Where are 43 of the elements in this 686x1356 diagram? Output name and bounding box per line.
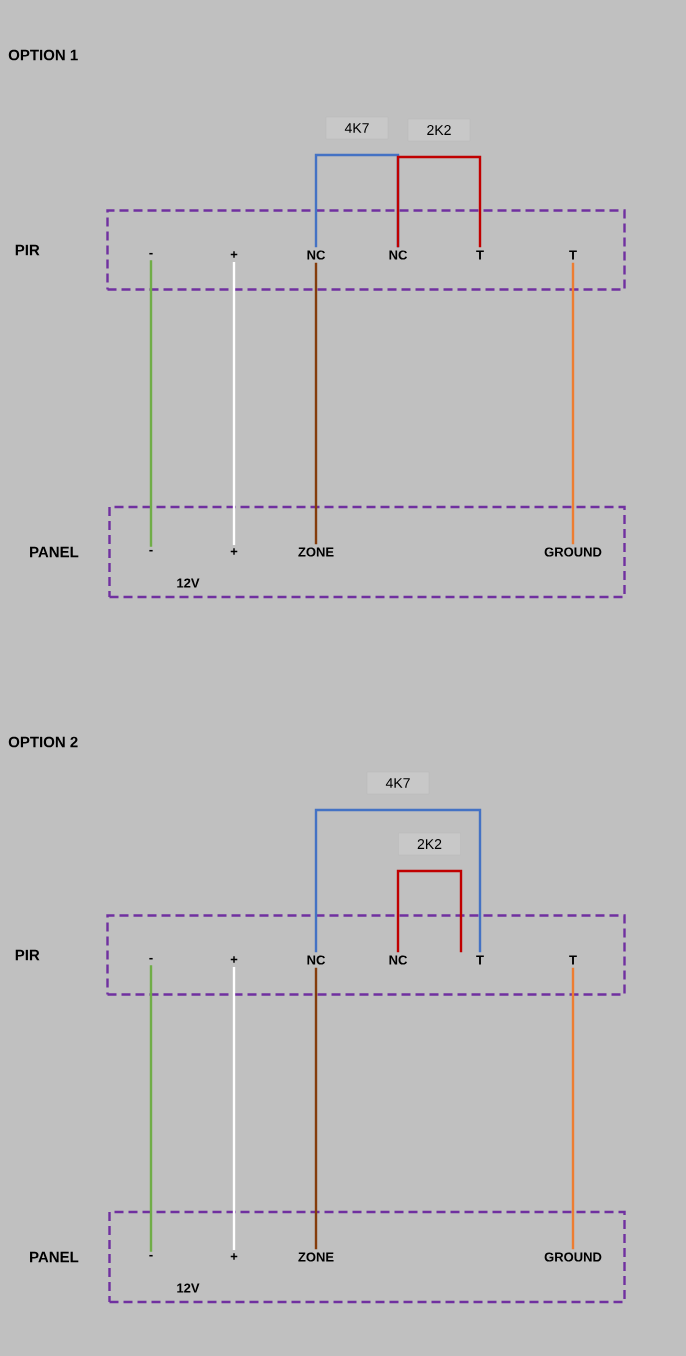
terminal-label: NC	[307, 250, 326, 260]
node-label: PANEL	[30, 546, 79, 558]
resistor-label: 2K2	[398, 832, 461, 856]
wire	[571, 967, 575, 1250]
terminal-label: +	[230, 548, 238, 555]
terminal-label: -	[149, 549, 153, 552]
terminal-label: -	[149, 957, 153, 960]
voltage-label: 12V	[177, 1283, 200, 1293]
terminal-label: NC	[307, 955, 326, 965]
terminal-label: NC	[389, 955, 408, 965]
wire	[149, 965, 153, 1252]
terminal-label: T	[569, 250, 577, 260]
terminal-label: +	[230, 251, 238, 258]
section-heading: OPTION 2	[8, 736, 78, 748]
terminal-label: GROUND	[544, 1252, 602, 1262]
wire	[232, 262, 236, 545]
resistor-label: 2K2	[407, 118, 471, 142]
voltage-label: 12V	[177, 578, 200, 588]
resistor-label: 4K7	[366, 771, 430, 795]
terminal-label: GROUND	[544, 547, 602, 557]
terminal-label: ZONE	[298, 547, 334, 557]
terminal-label: +	[230, 956, 238, 963]
jumper-wire	[314, 808, 482, 953]
wire	[149, 260, 153, 547]
jumper-wire	[396, 155, 482, 248]
terminal-label: -	[149, 252, 153, 255]
resistor-label: 4K7	[325, 116, 389, 140]
terminal-label: T	[569, 955, 577, 965]
wire	[314, 967, 318, 1250]
wire	[314, 262, 318, 545]
wire	[571, 262, 575, 545]
wire	[232, 967, 236, 1250]
jumper-wire	[396, 869, 463, 953]
terminal-label: -	[149, 1254, 153, 1257]
terminal-label: T	[476, 955, 484, 965]
terminal-label: T	[476, 250, 484, 260]
section-heading: OPTION 1	[8, 49, 78, 61]
terminal-label: ZONE	[298, 1252, 334, 1262]
node-label: PIR	[15, 949, 40, 961]
terminal-label: NC	[389, 250, 408, 260]
node-label: PIR	[15, 244, 40, 256]
node-label: PANEL	[30, 1251, 79, 1263]
terminal-label: +	[230, 1253, 238, 1260]
